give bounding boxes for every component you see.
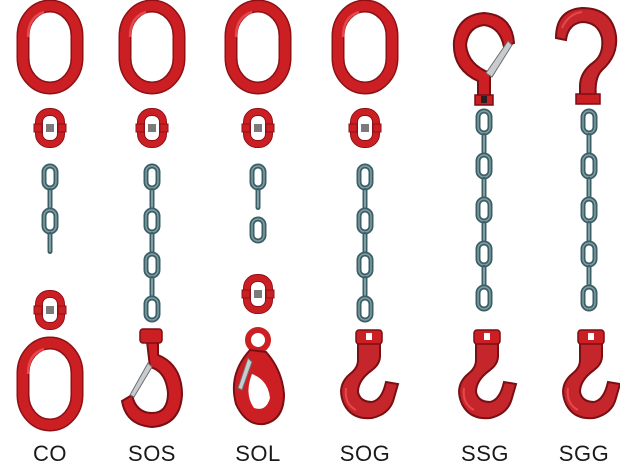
column-sos: SOS xyxy=(104,0,200,472)
assembly-label: SOL xyxy=(235,441,281,466)
column-co: CO xyxy=(2,0,98,472)
column-sgg: SGG xyxy=(536,0,620,472)
assembly-label: SOS xyxy=(128,441,176,466)
assembly-label: SGG xyxy=(558,441,610,466)
eye-grab-hook xyxy=(554,6,618,105)
assembly-label: SSG xyxy=(461,441,509,466)
column-sol: SOL xyxy=(210,0,306,472)
assembly-ssg xyxy=(452,11,517,420)
assembly-label: CO xyxy=(33,441,67,466)
column-ssg: SSG xyxy=(437,0,533,472)
assembly-label: SOG xyxy=(339,441,391,466)
column-sog: SOG xyxy=(317,0,413,472)
assembly-sgg xyxy=(554,6,620,420)
eye-sling-hook xyxy=(452,11,516,106)
